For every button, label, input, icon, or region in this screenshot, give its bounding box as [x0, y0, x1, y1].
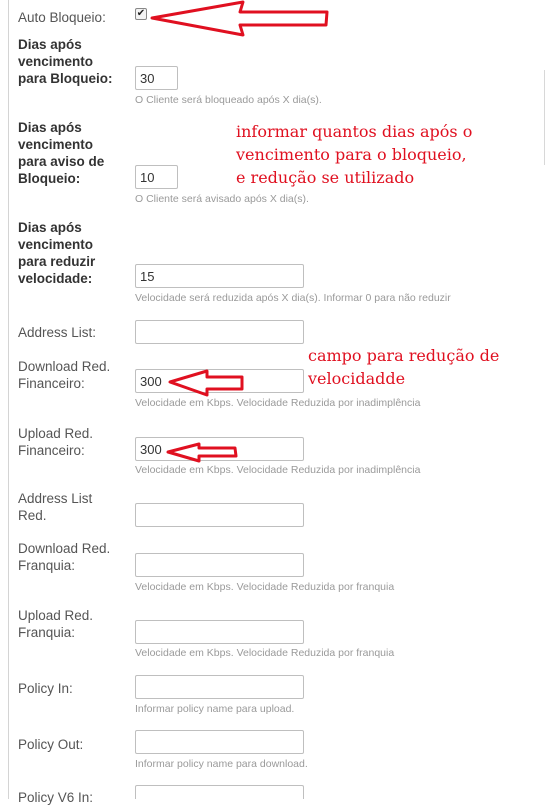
dias-aviso-help: O Cliente será avisado após X dia(s).	[135, 193, 309, 205]
annotation-note-velocidade: campo para redução de velocidadde	[308, 346, 500, 388]
dias-reduzir-input[interactable]	[135, 264, 304, 288]
upload-red-financeiro-help: Velocidade em Kbps. Velocidade Reduzida …	[135, 464, 421, 476]
download-red-franquia-help: Velocidade em Kbps. Velocidade Reduzida …	[135, 581, 395, 593]
auto-bloqueio-label: Auto Bloqueio:	[18, 10, 106, 25]
upload-red-financeiro-label: Upload Red. Financeiro:	[18, 426, 94, 458]
policy-in-input[interactable]	[135, 675, 304, 699]
arrow-auto-bloqueio	[150, 0, 329, 37]
policy-in-help: Informar policy name para upload.	[135, 703, 295, 715]
address-list-input[interactable]	[135, 320, 304, 344]
scrollbar-track	[544, 70, 545, 165]
dias-aviso-input[interactable]	[135, 165, 178, 189]
policy-out-input[interactable]	[135, 730, 304, 754]
download-red-franquia-input[interactable]	[135, 553, 304, 577]
arrow-upload-red	[166, 442, 238, 463]
download-red-financeiro-label: Download Red. Financeiro:	[18, 359, 111, 391]
download-red-financeiro-help: Velocidade em Kbps. Velocidade Reduzida …	[135, 397, 421, 409]
dias-aviso-label: Dias após vencimento para aviso de Bloqu…	[18, 120, 105, 186]
download-red-franquia-label: Download Red. Franquia:	[18, 541, 111, 573]
address-list-label: Address List:	[18, 325, 97, 340]
annotation-note-bloqueio: informar quantos dias após o vencimento …	[236, 122, 473, 187]
policy-in-label: Policy In:	[18, 681, 73, 696]
upload-red-franquia-label: Upload Red. Franquia:	[18, 608, 94, 640]
dias-bloqueio-input[interactable]	[135, 66, 178, 90]
upload-red-franquia-input[interactable]	[135, 620, 304, 644]
address-list-red-input[interactable]	[135, 503, 304, 527]
upload-red-franquia-help: Velocidade em Kbps. Velocidade Reduzida …	[135, 647, 395, 659]
panel-left-border	[8, 0, 9, 799]
policy-out-help: Informar policy name para download.	[135, 758, 308, 770]
dias-bloqueio-help: O Cliente será bloqueado após X dia(s).	[135, 94, 322, 106]
policy-v6-in-input[interactable]	[135, 785, 304, 799]
policy-out-label: Policy Out:	[18, 737, 84, 752]
auto-bloqueio-checkbox[interactable]: ✔	[135, 8, 147, 20]
dias-reduzir-label: Dias após vencimento para reduzir veloci…	[18, 220, 96, 286]
arrow-download-red	[168, 369, 244, 397]
address-list-red-label: Address List Red.	[18, 491, 93, 523]
dias-bloqueio-label: Dias após vencimento para Bloqueio:	[18, 37, 113, 86]
dias-reduzir-help: Velocidade será reduzida após X dia(s). …	[135, 292, 451, 304]
